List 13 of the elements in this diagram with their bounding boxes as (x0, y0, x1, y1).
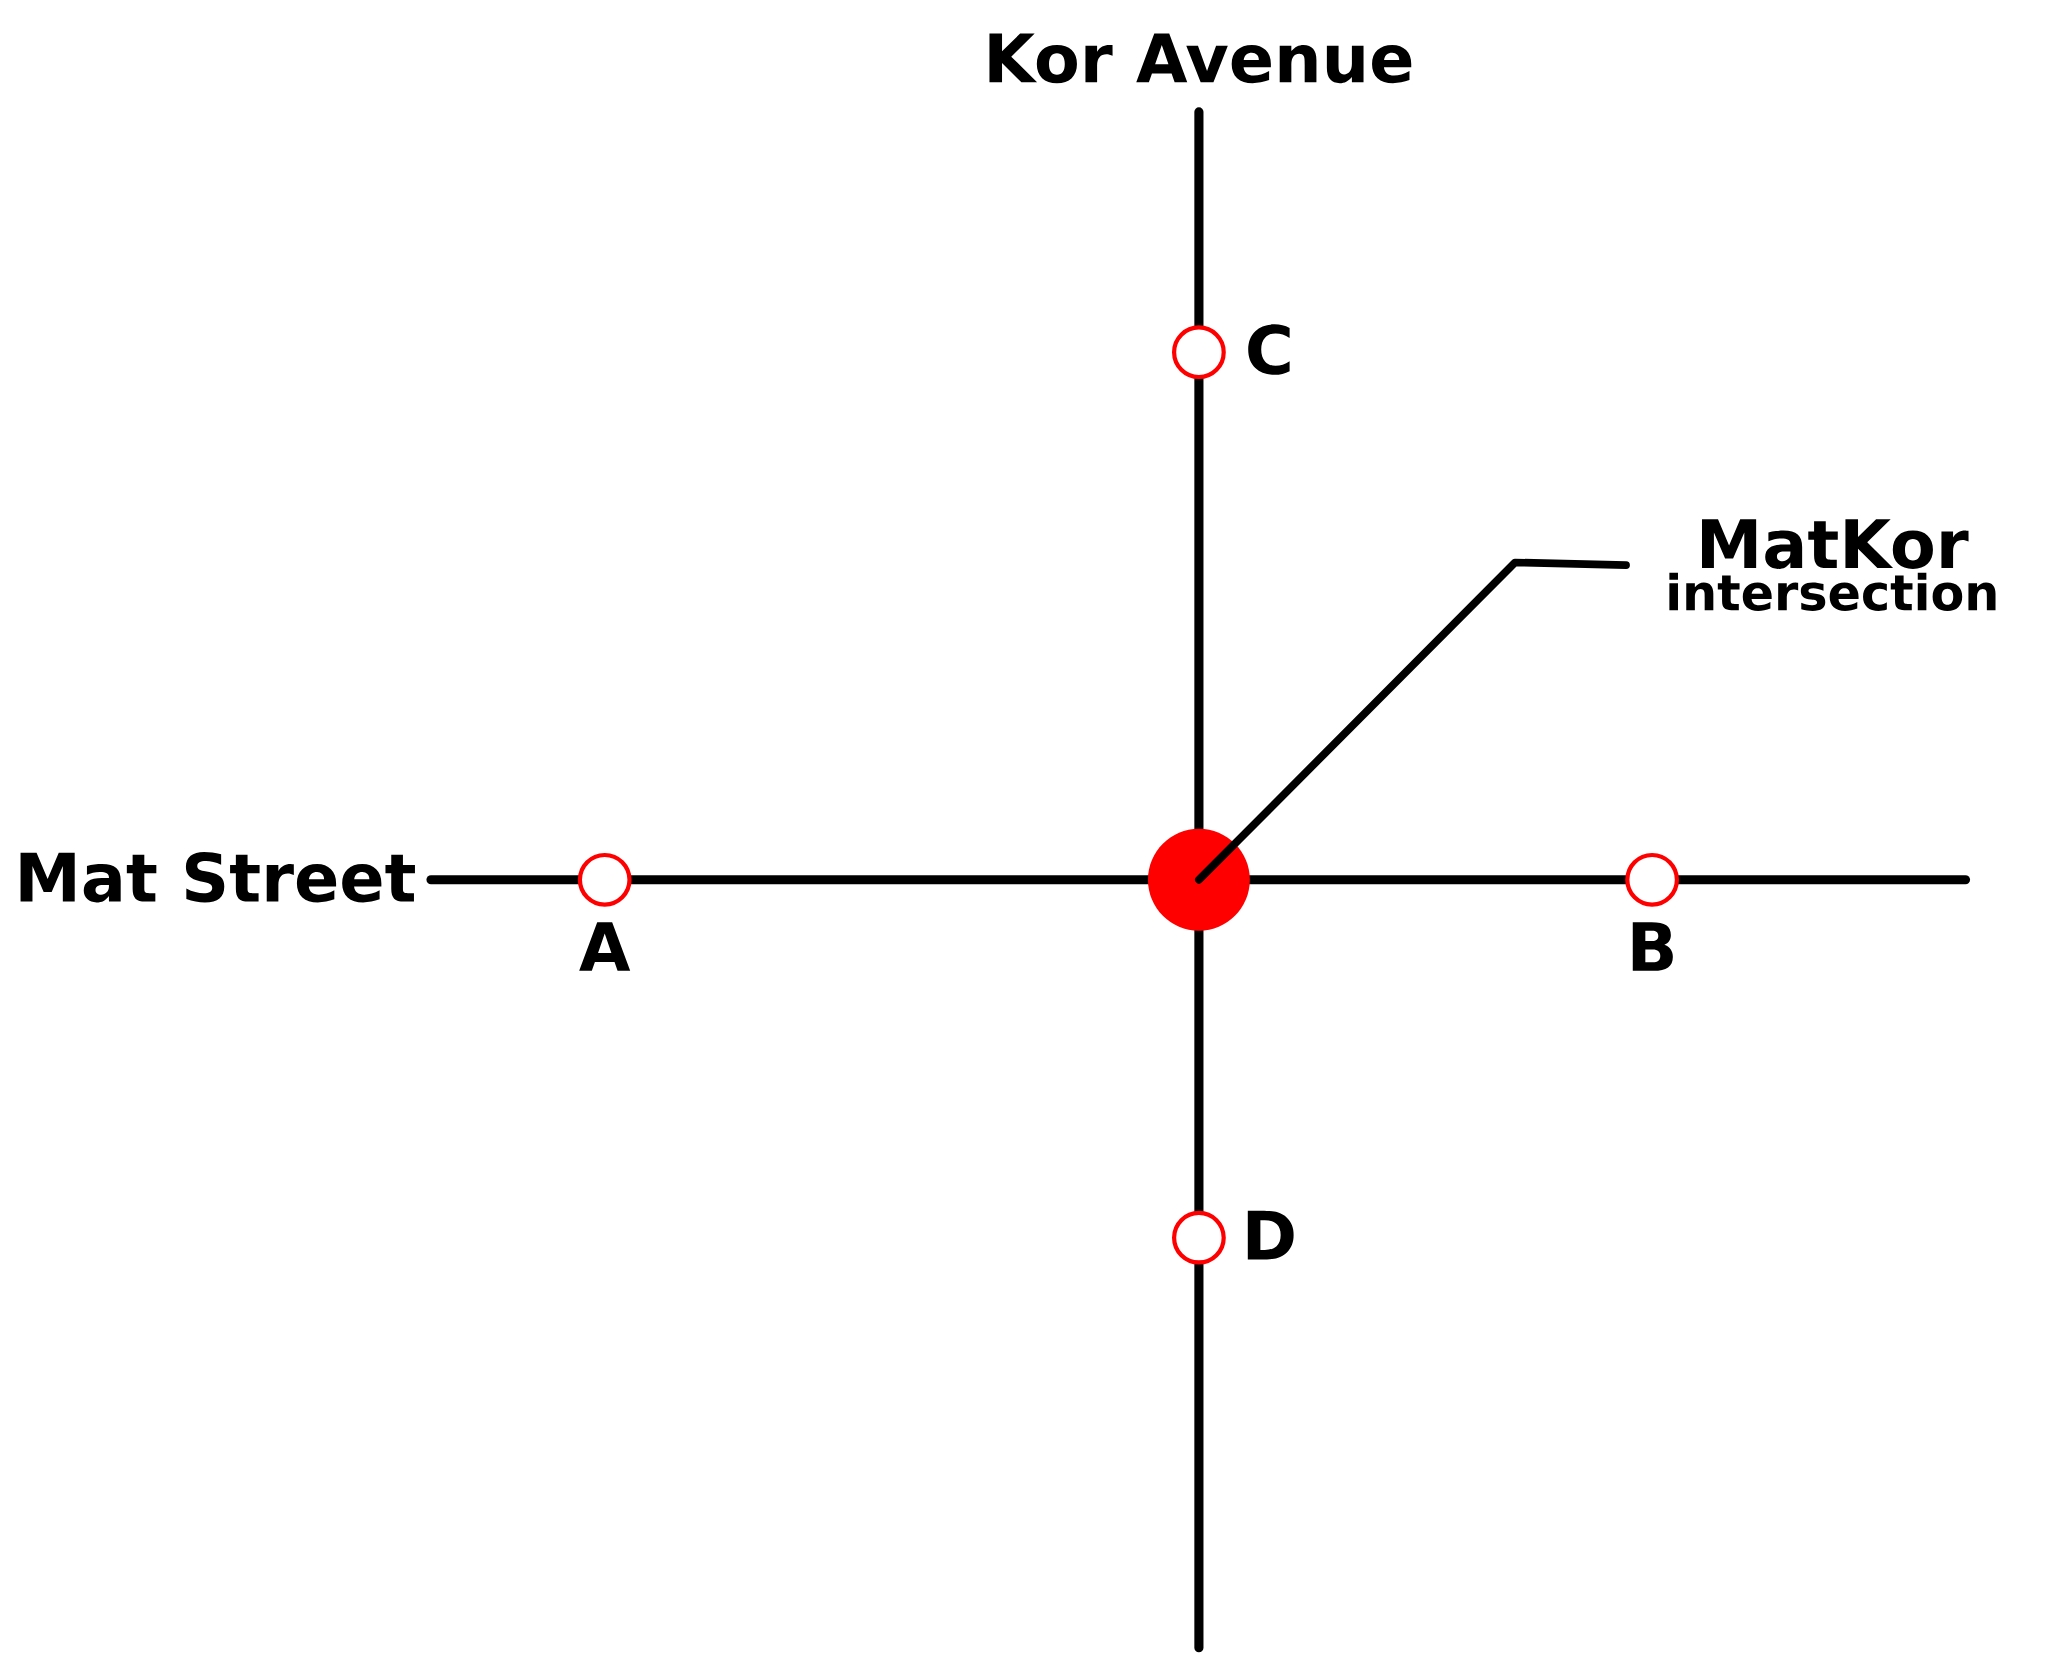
point-label: A (579, 922, 631, 971)
stop-circle (1172, 325, 1226, 380)
stop-circle (577, 852, 632, 907)
intersection-dot (1147, 828, 1250, 931)
road-name: Mat Street (20, 851, 415, 903)
stop-circle (1172, 1210, 1226, 1265)
stop-circle (1625, 852, 1679, 907)
road-name: Kor Avenue (989, 33, 1412, 84)
point-label: D (1247, 1210, 1294, 1260)
point-label: B (1632, 922, 1673, 971)
callout-text: MatKor intersection (1669, 519, 1996, 611)
leader-line (1195, 558, 1630, 884)
point-label: C (1248, 324, 1290, 375)
